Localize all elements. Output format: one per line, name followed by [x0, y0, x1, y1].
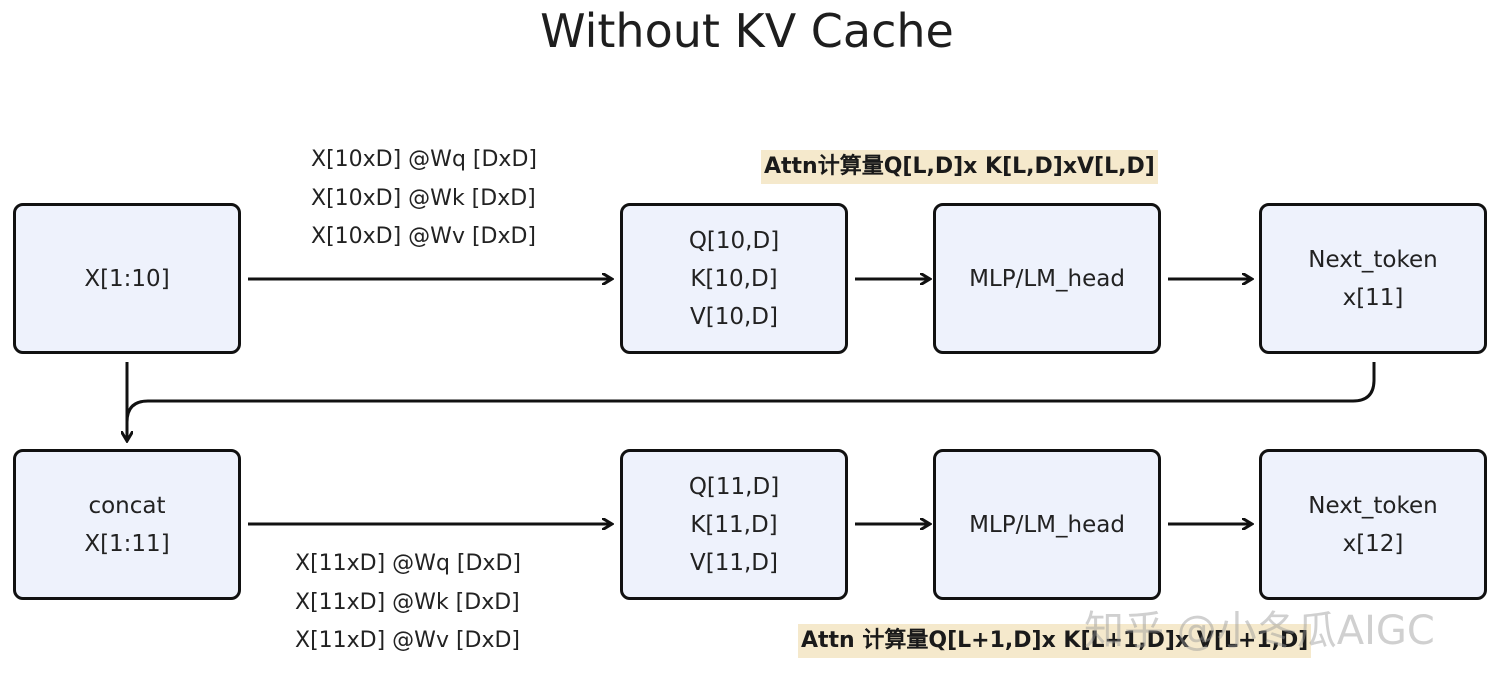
- output-box-row2-line1: Next_token: [1308, 492, 1438, 519]
- projection-op-v: X[10xD] @Wv [DxD]: [311, 224, 537, 249]
- qkv-k-line: K[11,D]: [690, 511, 778, 538]
- diagram-title: Without KV Cache: [540, 4, 954, 58]
- projection-ops-row1: X[10xD] @Wq [DxD] X[10xD] @Wk [DxD] X[10…: [311, 141, 537, 257]
- attn-cost-note-row2: Attn 计算量Q[L+1,D]x K[L+1,D]x V[L+1,D]: [798, 624, 1312, 658]
- output-box-row1-line2: x[11]: [1342, 284, 1404, 311]
- mlp-box-row1-line: MLP/LM_head: [969, 265, 1125, 292]
- input-box-row1-line: X[1:10]: [84, 265, 170, 292]
- qkv-box-row2: Q[11,D] K[11,D] V[11,D]: [620, 449, 848, 600]
- projection-op-q: X[10xD] @Wq [DxD]: [311, 147, 537, 172]
- output-box-row1: Next_token x[11]: [1259, 203, 1487, 354]
- qkv-q-line: Q[11,D]: [688, 473, 780, 500]
- mlp-box-row1: MLP/LM_head: [933, 203, 1161, 354]
- arrow-feedback-to-concat: [125, 362, 1376, 423]
- mlp-box-row2: MLP/LM_head: [933, 449, 1161, 600]
- qkv-k-line: K[10,D]: [690, 265, 778, 292]
- qkv-v-line: V[10,D]: [690, 303, 778, 330]
- concat-box-line1: concat: [88, 492, 166, 519]
- mlp-box-row2-line: MLP/LM_head: [969, 511, 1125, 538]
- output-box-row2-line2: x[12]: [1342, 530, 1404, 557]
- output-box-row2: Next_token x[12]: [1259, 449, 1487, 600]
- concat-box-line2: X[1:11]: [84, 530, 170, 557]
- projection-ops-row2: X[11xD] @Wq [DxD] X[11xD] @Wk [DxD] X[11…: [295, 545, 521, 661]
- projection-op-k: X[10xD] @Wk [DxD]: [311, 185, 536, 211]
- projection-op-k: X[11xD] @Wk [DxD]: [295, 589, 520, 615]
- watermark-text: 知乎 @小冬瓜AIGC: [1084, 608, 1435, 654]
- qkv-box-row1: Q[10,D] K[10,D] V[10,D]: [620, 203, 848, 354]
- qkv-v-line: V[11,D]: [690, 549, 778, 576]
- input-box-row1: X[1:10]: [13, 203, 241, 354]
- output-box-row1-line1: Next_token: [1308, 246, 1438, 273]
- qkv-q-line: Q[10,D]: [688, 227, 780, 254]
- projection-op-q: X[11xD] @Wq [DxD]: [295, 551, 521, 576]
- concat-box-row2: concat X[1:11]: [13, 449, 241, 600]
- attn-cost-note-row1: Attn计算量Q[L,D]x K[L,D]xV[L,D]: [761, 150, 1158, 184]
- projection-op-v: X[11xD] @Wv [DxD]: [295, 628, 521, 653]
